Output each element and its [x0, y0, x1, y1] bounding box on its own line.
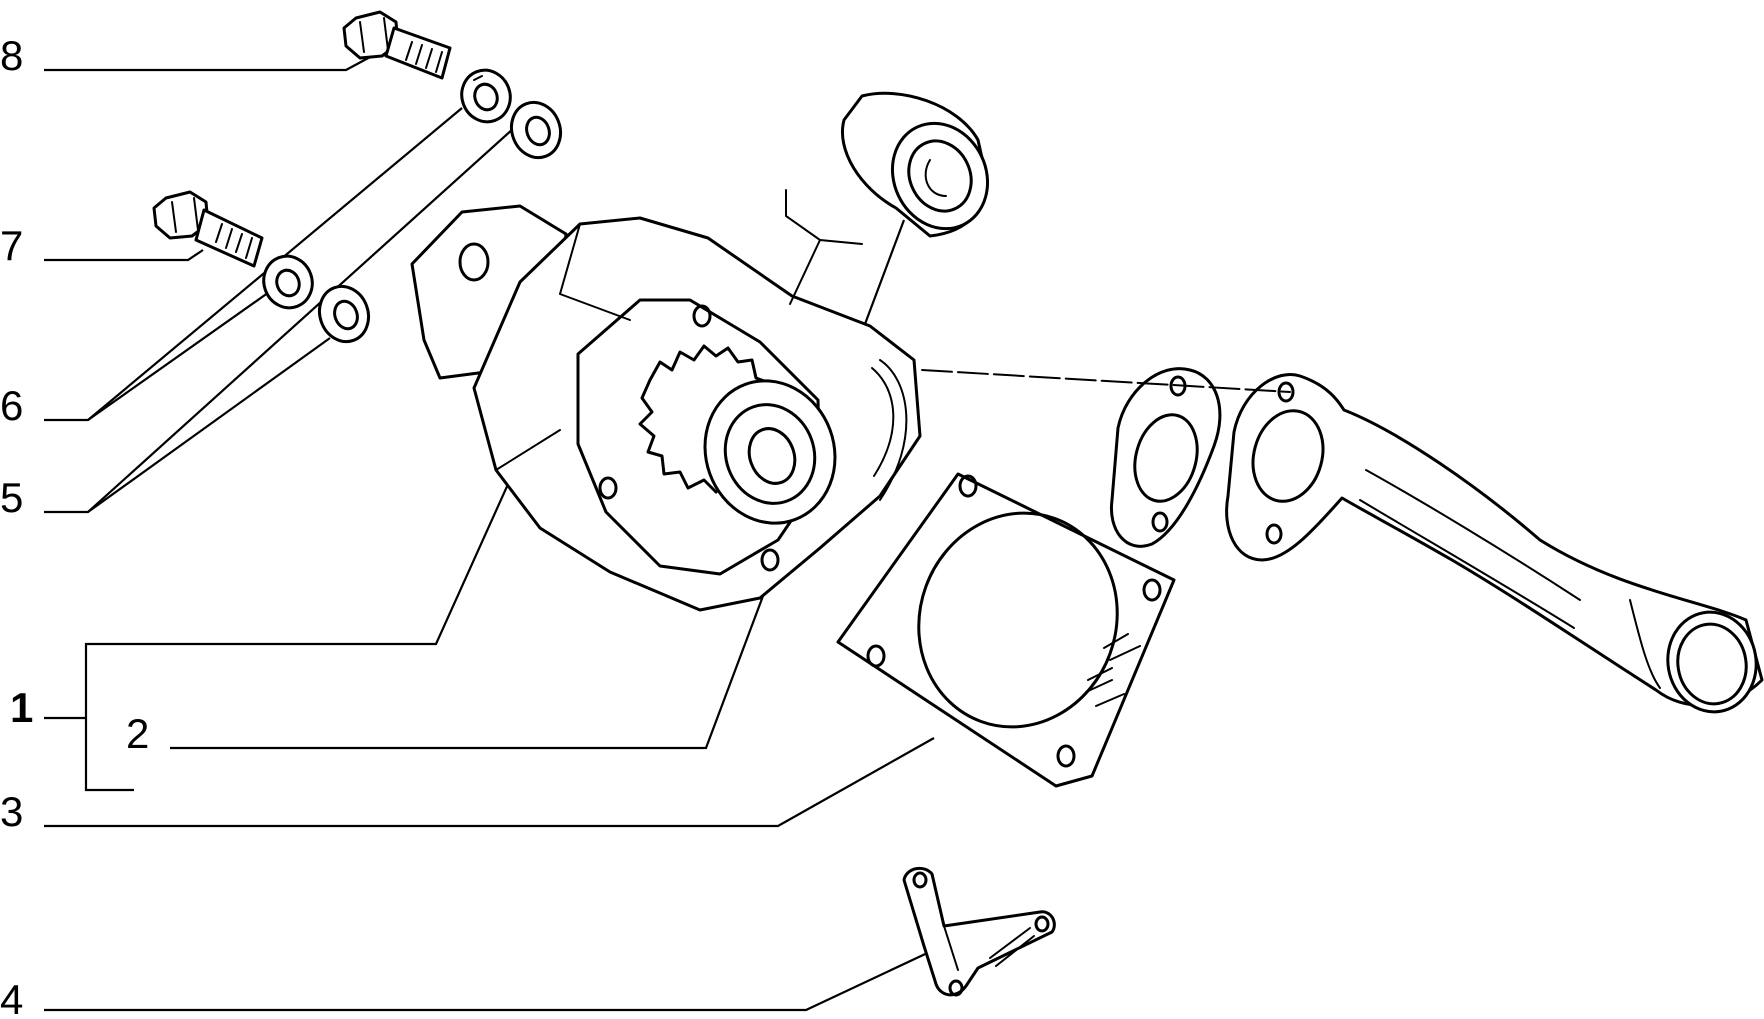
- bolt-7: [152, 190, 264, 268]
- lock-washer-6-bottom: [262, 254, 314, 310]
- delivery-pipe: [1225, 373, 1764, 714]
- bracket-4: [902, 866, 1056, 997]
- gasket-3: [836, 472, 1176, 788]
- callout-3: 3: [0, 788, 23, 835]
- callout-6: 6: [0, 382, 23, 429]
- leader-5b: [87, 337, 331, 513]
- bolt-8: [342, 10, 452, 80]
- leader-6b: [87, 289, 273, 421]
- flat-washer-5-top: [509, 100, 563, 160]
- leader-8: [44, 55, 373, 72]
- pump-housing-1: [410, 189, 922, 612]
- callout-7: 7: [0, 222, 23, 269]
- flat-washer-5-bottom: [317, 284, 371, 344]
- lock-washer-6-top: [460, 68, 512, 124]
- leader-7: [44, 249, 204, 262]
- leader-4: [44, 947, 939, 1012]
- callout-8: 8: [0, 32, 23, 79]
- leader-3: [44, 737, 935, 828]
- leader-1-upper: [134, 461, 520, 646]
- seal-bushing-2: [841, 91, 990, 238]
- callout-5: 5: [0, 474, 23, 521]
- assembly-axis-line: [921, 369, 1291, 393]
- callout-1: 1: [10, 684, 33, 731]
- callout-2: 2: [126, 710, 149, 757]
- flange-gasket: [1109, 367, 1222, 548]
- callout-4: 4: [0, 976, 23, 1019]
